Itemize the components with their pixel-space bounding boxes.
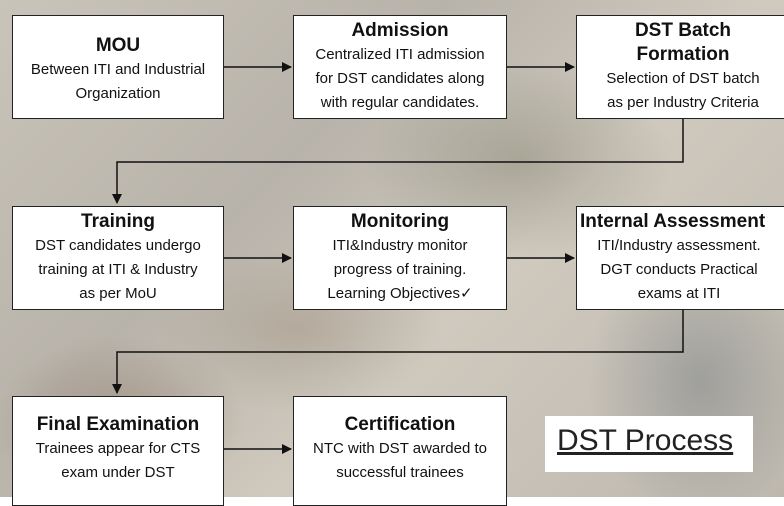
step-body: NTC with DST awarded to successful train… [313, 440, 487, 481]
step-body: DST candidates undergo training at ITI &… [35, 237, 201, 302]
step-title: Final Examination [36, 414, 200, 435]
step-title: Admission [351, 20, 449, 41]
step-title: DST Batch Formation [634, 20, 732, 65]
step-monitoring: Monitoring ITI&Industry monitor progress… [293, 206, 507, 310]
step-body: Between ITI and Industrial Organization [30, 61, 206, 102]
step-body: Centralized ITI admission for DST candid… [315, 46, 485, 111]
step-body: ITI&Industry monitor progress of trainin… [327, 237, 473, 302]
step-title: Certification [344, 414, 456, 435]
step-training: Training DST candidates undergo training… [12, 206, 224, 310]
dst-process-text: DST Process [557, 424, 734, 457]
arrow-assessment-final [112, 310, 684, 394]
arrow-batch-training [112, 119, 684, 204]
step-title: MOU [95, 35, 141, 56]
step-title: Internal Assessment [580, 211, 766, 232]
step-admission: Admission Centralized ITI admission for … [293, 15, 507, 119]
step-dst-batch-formation: DST Batch Formation Selection of DST bat… [576, 15, 784, 119]
step-mou: MOU Between ITI and Industrial Organizat… [12, 15, 224, 119]
step-internal-assessment: Internal Assessment ITI/Industry assessm… [576, 206, 784, 310]
step-title: Monitoring [350, 211, 450, 232]
step-body: Selection of DST batch as per Industry C… [606, 70, 760, 111]
step-certification: Certification NTC with DST awarded to su… [293, 396, 507, 506]
step-final-examination: Final Examination Trainees appear for CT… [12, 396, 224, 506]
step-body: ITI/Industry assessment. DGT conducts Pr… [597, 237, 761, 302]
step-body: Trainees appear for CTS exam under DST [35, 440, 201, 481]
dst-process-label: DST Process [545, 416, 753, 472]
step-title: Training [81, 211, 155, 232]
